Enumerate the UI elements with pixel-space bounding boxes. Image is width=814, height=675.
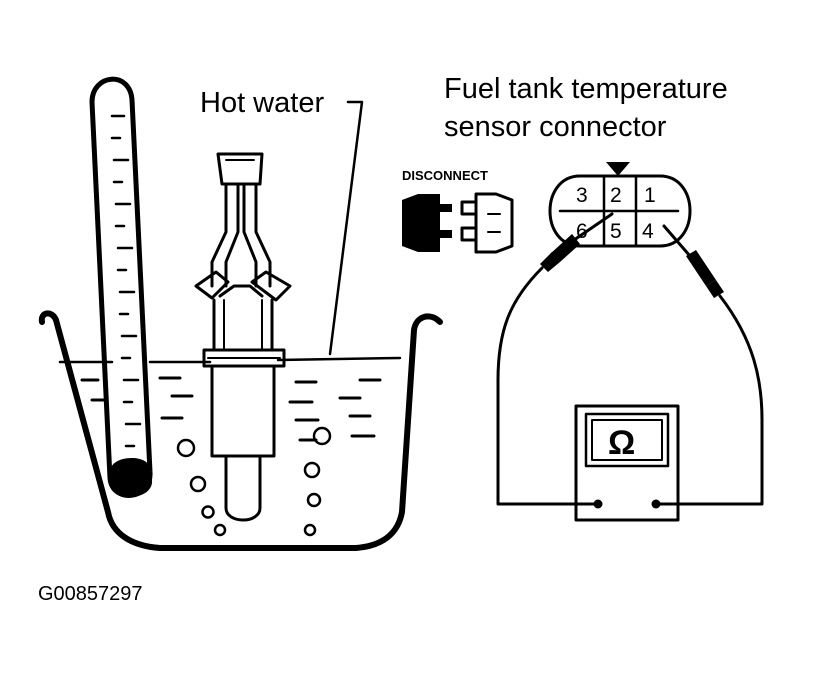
ohm-symbol: Ω [608,424,635,462]
connector-title-line2: sensor connector [444,111,667,143]
right-test-lead [658,294,764,506]
disconnect-icon [402,192,514,254]
thermometer-icon [89,76,153,498]
beaker [38,310,443,551]
pin-5: 5 [610,220,622,243]
pin-marker-icon [606,162,630,176]
right-probe [662,224,724,298]
figure-id: G00857297 [38,583,143,605]
hot-water-leader [328,100,364,356]
pin-2: 2 [610,184,622,207]
hot-water-label: Hot water [200,87,324,119]
connector-title-line1: Fuel tank temperature [444,73,728,105]
left-test-lead [496,266,596,506]
bubbles [176,426,332,537]
ohmmeter-icon [574,404,680,522]
left-probe [540,212,614,272]
pin-1: 1 [644,184,656,207]
disconnect-label: DISCONNECT [402,168,488,183]
pin-3: 3 [576,184,588,207]
pin-4: 4 [642,220,654,243]
temperature-sensor-icon [194,152,292,522]
pin-6: 6 [576,220,588,243]
water-ripples [80,376,382,442]
sensor-connector [548,162,692,248]
